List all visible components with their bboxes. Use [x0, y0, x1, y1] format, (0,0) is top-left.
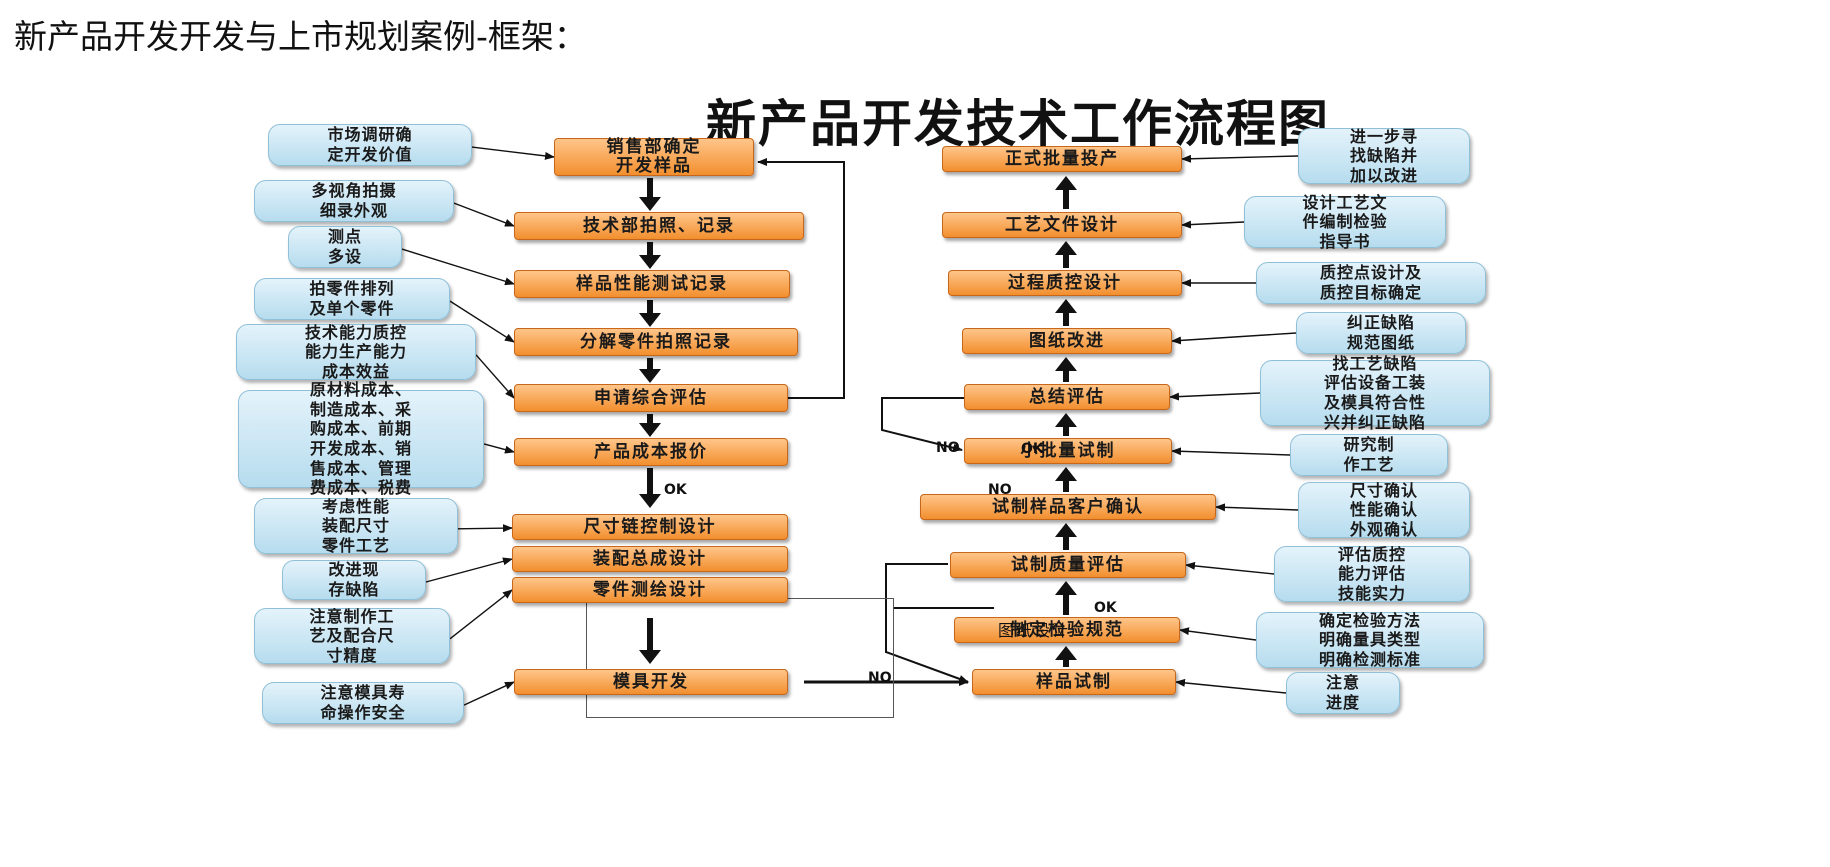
page-heading: 新产品开发开发与上市规划案例-框架：: [14, 17, 587, 56]
left-note-connector-3: [401, 248, 515, 286]
right-step-8: 试制质量评估: [950, 552, 1186, 578]
down-arrow-2-head: [639, 255, 661, 269]
drawing-design-group-frame: [586, 598, 894, 718]
right-note-connector-5: [1169, 392, 1261, 401]
ok-label-left: OK: [664, 482, 687, 498]
right-note-connector-1: [1181, 154, 1299, 163]
down-arrow-7-head: [639, 650, 661, 664]
left-note-2: 多视角拍摄 细录外观: [254, 180, 454, 222]
up-arrow-5-head: [1055, 413, 1077, 427]
left-note-connector-6: [483, 443, 515, 454]
right-step-2: 工艺文件设计: [942, 212, 1182, 238]
right-step-7: 试制样品客户确认: [920, 494, 1216, 520]
down-arrow-4-head: [639, 369, 661, 383]
ok-label-right-summary: OK: [1021, 441, 1044, 457]
right-note-8: 评估质控 能力评估 技能实力: [1274, 545, 1470, 603]
down-arrow-6-head: [639, 494, 661, 508]
left-note-connector-4: [449, 300, 515, 343]
right-note-connector-9: [1179, 627, 1257, 641]
right-step-10: 样品试制: [972, 669, 1176, 695]
no-loop-right-summary: [881, 397, 964, 452]
left-step-2: 技术部拍照、记录: [514, 212, 804, 240]
right-note-2: 设计工艺文 件编制检验 指导书: [1244, 193, 1446, 251]
left-step-8: 装配总成设计: [512, 546, 788, 572]
no-loop-left: [757, 158, 845, 399]
left-step-3: 样品性能测试记录: [514, 270, 790, 298]
right-step-4: 图纸改进: [962, 328, 1172, 354]
right-note-connector-2: [1181, 220, 1245, 229]
left-note-connector-2: [453, 202, 515, 227]
right-note-6: 研究制 作工艺: [1290, 434, 1448, 476]
up-arrow-4-head: [1055, 357, 1077, 371]
left-note-connector-5: [475, 354, 515, 399]
up-arrow-2-head: [1055, 241, 1077, 255]
right-note-connector-4: [1171, 332, 1297, 345]
left-step-4: 分解零件拍照记录: [514, 328, 798, 356]
left-note-8: 改进现 存缺陷: [282, 560, 426, 600]
up-arrow-7-head: [1055, 523, 1077, 537]
no-label-left: NO: [936, 440, 960, 456]
right-note-3: 质控点设计及 质控目标确定: [1256, 262, 1486, 304]
left-note-connector-8: [425, 557, 513, 583]
left-note-connector-7: [457, 524, 513, 533]
connector-layer: [401, 146, 1299, 706]
right-step-5: 总结评估: [964, 384, 1170, 410]
up-arrow-1-head: [1055, 176, 1077, 190]
left-step-5: 申请综合评估: [514, 384, 788, 412]
left-step-7: 尺寸链控制设计: [512, 514, 788, 540]
no-label-right-summary: NO: [988, 482, 1012, 498]
down-arrow-3-head: [639, 313, 661, 327]
left-note-1: 市场调研确 定开发价值: [268, 124, 472, 166]
right-step-3: 过程质控设计: [948, 270, 1182, 296]
right-step-6: 小批量试制: [964, 438, 1172, 464]
right-note-connector-10: [1175, 678, 1287, 694]
left-step-9: 零件测绘设计: [512, 577, 788, 603]
left-note-connector-10: [463, 681, 515, 706]
left-note-9: 注意制作工 艺及配合尺 寸精度: [254, 607, 450, 665]
right-note-5: 找工艺缺陷 评估设备工装 及模具符合性 兴并纠正缺陷: [1260, 354, 1490, 432]
left-step-1: 销售部确定 开发样品: [554, 138, 754, 176]
left-step-10: 模具开发: [514, 669, 788, 695]
right-note-1: 进一步寻 找缺陷并 加以改进: [1298, 127, 1470, 185]
up-arrow-3-head: [1055, 299, 1077, 313]
right-note-10: 注意 进度: [1286, 672, 1400, 714]
left-note-3: 测点 多设: [288, 226, 402, 268]
right-step-9: 制定检验规范: [954, 617, 1180, 643]
down-arrow-5-head: [639, 423, 661, 437]
left-note-connector-9: [449, 589, 513, 640]
left-note-7: 考虑性能 装配尺寸 零件工艺: [254, 497, 458, 555]
right-step-1: 正式批量投产: [942, 146, 1182, 172]
left-note-5: 技术能力质控 能力生产能力 成本效益: [236, 323, 476, 381]
ok-label-right-confirm: OK: [1094, 600, 1117, 616]
up-arrow-9-head: [1055, 646, 1077, 660]
flowchart-title: 新产品开发技术工作流程图: [706, 95, 1330, 153]
flowchart: 新产品开发技术工作流程图 销售部确定 开发样品技术部拍照、记录样品性能测试记录分…: [236, 72, 1768, 862]
right-note-connector-8: [1185, 561, 1275, 575]
left-note-10: 注意模具寿 命操作安全: [262, 682, 464, 724]
right-note-connector-6: [1171, 447, 1291, 456]
left-note-6: 原材料成本、 制造成本、采 购成本、前期 开发成本、销 售成本、管理 费成本、税…: [238, 380, 484, 497]
up-arrow-6-head: [1055, 467, 1077, 481]
down-arrow-1-head: [639, 197, 661, 211]
right-note-4: 纠正缺陷 规范图纸: [1296, 312, 1466, 354]
right-note-9: 确定检验方法 明确量具类型 明确检测标准: [1256, 611, 1484, 669]
left-step-6: 产品成本报价: [514, 438, 788, 466]
left-note-4: 拍零件排列 及单个零件: [254, 278, 450, 320]
right-note-connector-7: [1215, 503, 1299, 512]
no-loop-right-quality: [885, 563, 969, 683]
no-label-right-quality: NO: [868, 670, 892, 686]
group-label-drawing-design: 图纸设计: [998, 621, 1071, 640]
right-note-7: 尺寸确认 性能确认 外观确认: [1298, 481, 1470, 539]
left-note-connector-1: [471, 146, 555, 160]
up-arrow-8-head: [1055, 581, 1077, 595]
